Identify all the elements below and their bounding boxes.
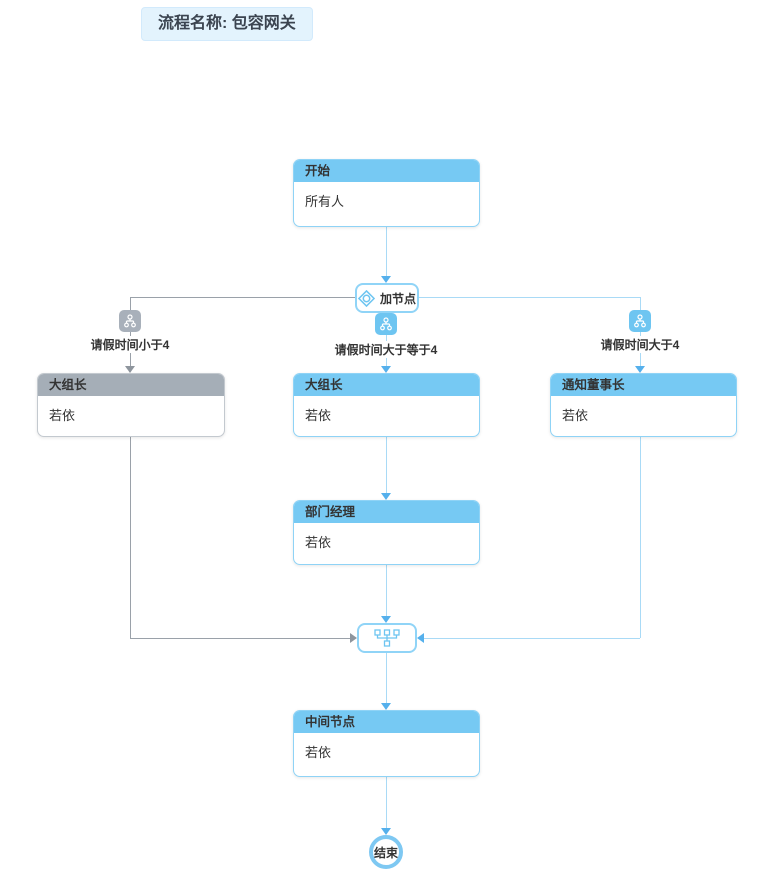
edge-dept-to-join [385, 565, 387, 616]
edge-split-right-rail [419, 296, 640, 298]
node-end[interactable]: 结束 [369, 835, 403, 869]
node-assignee: 若依 [305, 535, 332, 550]
edge-start-to-split [385, 227, 387, 276]
arrowhead-down-icon [381, 366, 391, 373]
condition-branch-icon[interactable] [119, 310, 141, 332]
edge-right-to-join-horizontal [424, 637, 640, 639]
edge-right-to-join-vertical [639, 437, 641, 638]
arrowhead-down-icon [635, 366, 645, 373]
condition-label-right: 请假时间大于4 [597, 336, 683, 353]
condition-branch-icon[interactable] [375, 313, 397, 335]
arrowhead-down-icon [125, 366, 135, 373]
arrowhead-down-icon [381, 616, 391, 623]
edge-middle-to-end [385, 777, 387, 828]
node-group-leader-inactive[interactable]: 大组长 若依 [37, 373, 225, 437]
end-node-label: 结束 [373, 845, 398, 860]
edge-left-to-join-vertical [129, 437, 131, 638]
condition-label-left: 请假时间小于4 [87, 336, 173, 353]
split-gateway-label: 加节点 [379, 291, 416, 306]
condition-label-middle: 请假时间大于等于4 [331, 341, 441, 358]
node-assignee: 所有人 [305, 194, 345, 209]
inclusive-gateway-diamond-icon [357, 289, 375, 307]
node-group-leader[interactable]: 大组长 若依 [293, 373, 480, 437]
node-title: 开始 [294, 160, 479, 182]
arrowhead-left-icon [417, 633, 424, 643]
arrowhead-right-icon [350, 633, 357, 643]
node-title: 通知董事长 [551, 374, 736, 396]
arrowhead-down-icon [381, 493, 391, 500]
edge-leader-to-dept [385, 437, 387, 493]
arrowhead-down-icon [381, 276, 391, 283]
node-start[interactable]: 开始 所有人 [293, 159, 480, 227]
node-assignee: 若依 [49, 408, 76, 423]
split-gateway[interactable]: 加节点 [355, 283, 419, 313]
edge-left-to-join-horizontal [130, 637, 350, 639]
node-assignee: 若依 [305, 745, 332, 760]
edge-split-left-rail [130, 296, 355, 298]
merge-join-icon [373, 629, 401, 647]
arrowhead-down-icon [381, 703, 391, 710]
edge-join-to-middle [385, 653, 387, 703]
node-dept-manager[interactable]: 部门经理 若依 [293, 500, 480, 565]
condition-branch-icon[interactable] [629, 310, 651, 332]
node-assignee: 若依 [305, 408, 332, 423]
node-title: 大组长 [38, 374, 224, 396]
arrowhead-down-icon [381, 828, 391, 835]
node-title: 大组长 [294, 374, 479, 396]
node-title: 中间节点 [294, 711, 479, 733]
node-assignee: 若依 [562, 408, 589, 423]
process-name-badge: 流程名称: 包容网关 [141, 7, 313, 41]
edge-branch-middle [385, 313, 387, 366]
node-middle[interactable]: 中间节点 若依 [293, 710, 480, 777]
node-title: 部门经理 [294, 501, 479, 523]
join-gateway[interactable] [357, 623, 417, 653]
node-notify-chairman[interactable]: 通知董事长 若依 [550, 373, 737, 437]
